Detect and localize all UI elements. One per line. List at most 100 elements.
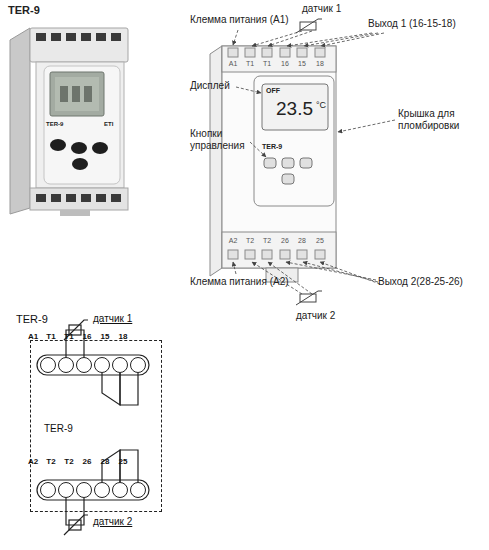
device-marking: TER-9 xyxy=(262,143,282,151)
schematic-wire xyxy=(120,450,138,482)
schematic-wire xyxy=(102,450,120,482)
device-photo xyxy=(30,188,128,210)
terminal-circle: 15 xyxy=(112,357,128,373)
terminal-label: T2 xyxy=(263,237,271,245)
relay-frame: TER-9TER-9A1T1T1161518A2T2T2262825 xyxy=(30,340,162,512)
device-photo xyxy=(30,28,128,62)
device-photo xyxy=(71,142,87,154)
device-photo xyxy=(36,33,46,41)
leader-line xyxy=(320,262,380,284)
thermistor-symbol xyxy=(296,19,322,33)
device-drawing xyxy=(254,76,334,206)
sensor-label: датчик 1 xyxy=(92,313,133,325)
device-photo xyxy=(55,77,99,111)
device-drawing xyxy=(222,232,336,268)
device-drawing xyxy=(262,250,272,259)
terminal-label: 16 xyxy=(281,60,289,68)
terminal-number: T1 xyxy=(46,333,55,341)
device-photo xyxy=(10,28,30,214)
device-photo xyxy=(50,72,104,116)
device-drawing xyxy=(300,158,312,168)
terminal-number: 15 xyxy=(101,333,110,341)
terminal-circle: T1 xyxy=(76,357,92,373)
device-drawing xyxy=(222,46,336,72)
device-drawing xyxy=(264,158,276,168)
device-photo xyxy=(36,194,46,202)
device-photo xyxy=(60,210,90,216)
callout-text: Дисплей xyxy=(190,80,230,92)
callout-text: Выход 2(28-25-26) xyxy=(378,276,463,288)
terminal-circle: A1 xyxy=(40,357,56,373)
device-drawing xyxy=(228,48,238,57)
terminal-number: A2 xyxy=(28,458,38,466)
figure-title: TER-9 xyxy=(8,4,40,17)
sensor-label: датчик 2 xyxy=(92,516,133,528)
device-photo xyxy=(96,33,106,41)
leader-line xyxy=(338,120,395,132)
leader-line xyxy=(286,262,376,280)
terminal-label: 28 xyxy=(298,237,306,245)
terminal-number: T2 xyxy=(46,458,55,466)
device-photo xyxy=(72,86,80,102)
schematic-wire xyxy=(102,373,120,405)
device-photo xyxy=(72,158,88,170)
callout-text: Клемма питания (A2) xyxy=(190,276,289,288)
terminal-circle: 16 xyxy=(94,357,110,373)
display-indicator: OFF xyxy=(266,87,280,95)
device-photo xyxy=(66,194,76,202)
device-photo xyxy=(81,194,91,202)
terminal-number: 18 xyxy=(119,333,128,341)
device-photo xyxy=(81,33,91,41)
device-drawing xyxy=(280,48,290,57)
display-reading: 23.5 xyxy=(276,98,313,121)
terminal-label: A2 xyxy=(229,237,238,245)
device-drawing xyxy=(282,158,294,168)
leader-line xyxy=(233,262,236,274)
device-photo xyxy=(111,33,121,41)
device-photo xyxy=(10,28,128,216)
device-drawing xyxy=(297,250,307,259)
terminal-circle: 28 xyxy=(112,482,128,498)
terminal-strip xyxy=(37,355,149,500)
callout-text: Крышка для пломбировки xyxy=(398,108,484,132)
device-photo xyxy=(92,142,108,154)
device-photo xyxy=(36,62,124,188)
callout-text: Кнопки управления xyxy=(190,128,256,152)
terminal-label: 15 xyxy=(298,60,306,68)
device-drawing xyxy=(262,48,272,57)
device-drawing xyxy=(228,250,238,259)
terminal-number: T1 xyxy=(64,333,73,341)
device-drawing xyxy=(245,250,255,259)
device-name: TER-9 xyxy=(44,423,73,435)
terminal-label: A1 xyxy=(229,60,238,68)
brand-logo: ETI xyxy=(104,121,113,128)
terminal-number: 26 xyxy=(83,458,92,466)
device-photo xyxy=(50,139,66,151)
device-photo xyxy=(96,194,106,202)
leader-line xyxy=(268,31,312,46)
device-drawing xyxy=(222,46,336,268)
callout-text: Выход 1 (16-15-18) xyxy=(368,18,456,30)
terminal-number: A1 xyxy=(28,333,38,341)
terminal-label: T2 xyxy=(246,237,254,245)
terminal-label: T1 xyxy=(263,60,271,68)
callout-text: датчик 2 xyxy=(296,310,335,322)
terminal-number: T2 xyxy=(64,458,73,466)
device-drawing xyxy=(315,250,325,259)
device-drawing xyxy=(245,48,255,57)
terminal-number: 25 xyxy=(119,458,128,466)
device-drawing xyxy=(280,250,290,259)
terminal-strip xyxy=(37,480,149,500)
terminal-circle: 25 xyxy=(130,482,146,498)
device-drawing xyxy=(282,174,294,184)
device-photo xyxy=(84,86,92,102)
device-photo xyxy=(51,33,61,41)
leader-line xyxy=(321,33,384,46)
terminal-circle: 18 xyxy=(130,357,146,373)
terminal-circle: A2 xyxy=(40,482,56,498)
terminal-circle: T2 xyxy=(58,482,74,498)
terminal-label: T1 xyxy=(246,60,254,68)
